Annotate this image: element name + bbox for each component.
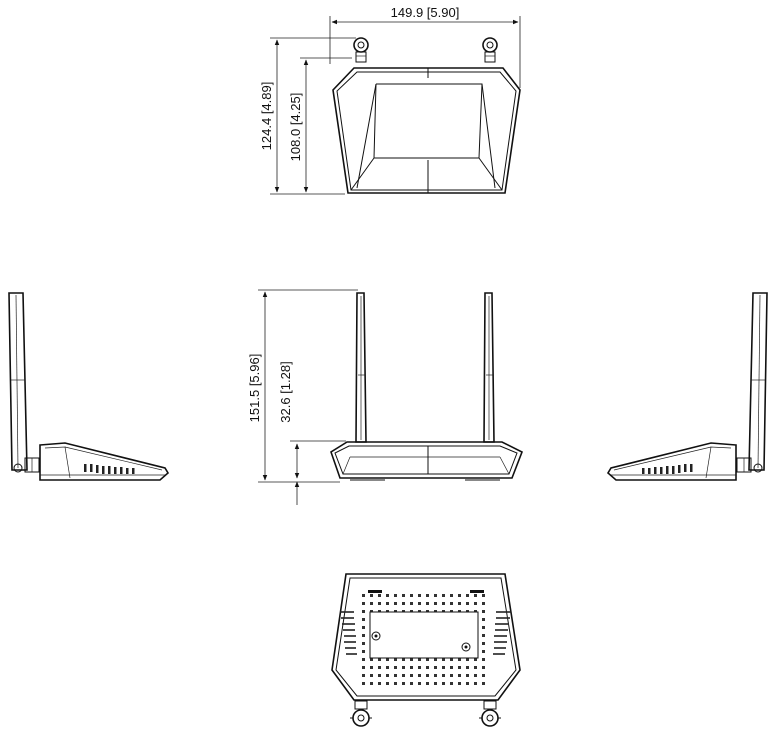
label-total-height: 151.5 [5.96] bbox=[247, 354, 262, 423]
dimension-total-depth: 124.4 [4.89] bbox=[259, 37, 356, 195]
dimension-width: 149.9 [5.90] bbox=[329, 5, 521, 88]
bottom-view bbox=[331, 573, 521, 727]
antenna-left-bottom bbox=[350, 700, 372, 727]
dimension-body-height: 32.6 [1.28] bbox=[278, 361, 346, 505]
antenna-right-bottom bbox=[479, 700, 501, 727]
antenna-left-front bbox=[355, 292, 367, 443]
dimension-total-height: 151.5 [5.96] bbox=[247, 289, 358, 483]
dimension-body-depth: 108.0 [4.25] bbox=[288, 57, 352, 193]
antenna-right-front bbox=[483, 292, 495, 443]
front-view: 151.5 [5.96] 32.6 [1.28] bbox=[247, 289, 524, 505]
top-view: 149.9 [5.90] 124.4 [4.89] 108.0 [4.25] bbox=[259, 5, 521, 195]
label-total-depth: 124.4 [4.89] bbox=[259, 82, 274, 151]
antenna-left-top bbox=[353, 37, 369, 63]
label-body-depth: 108.0 [4.25] bbox=[288, 93, 303, 162]
left-side-view bbox=[8, 292, 170, 481]
antenna-right-top bbox=[482, 37, 498, 63]
label-width: 149.9 [5.90] bbox=[391, 5, 460, 20]
right-side-view bbox=[606, 292, 768, 481]
label-body-height: 32.6 [1.28] bbox=[278, 361, 293, 422]
